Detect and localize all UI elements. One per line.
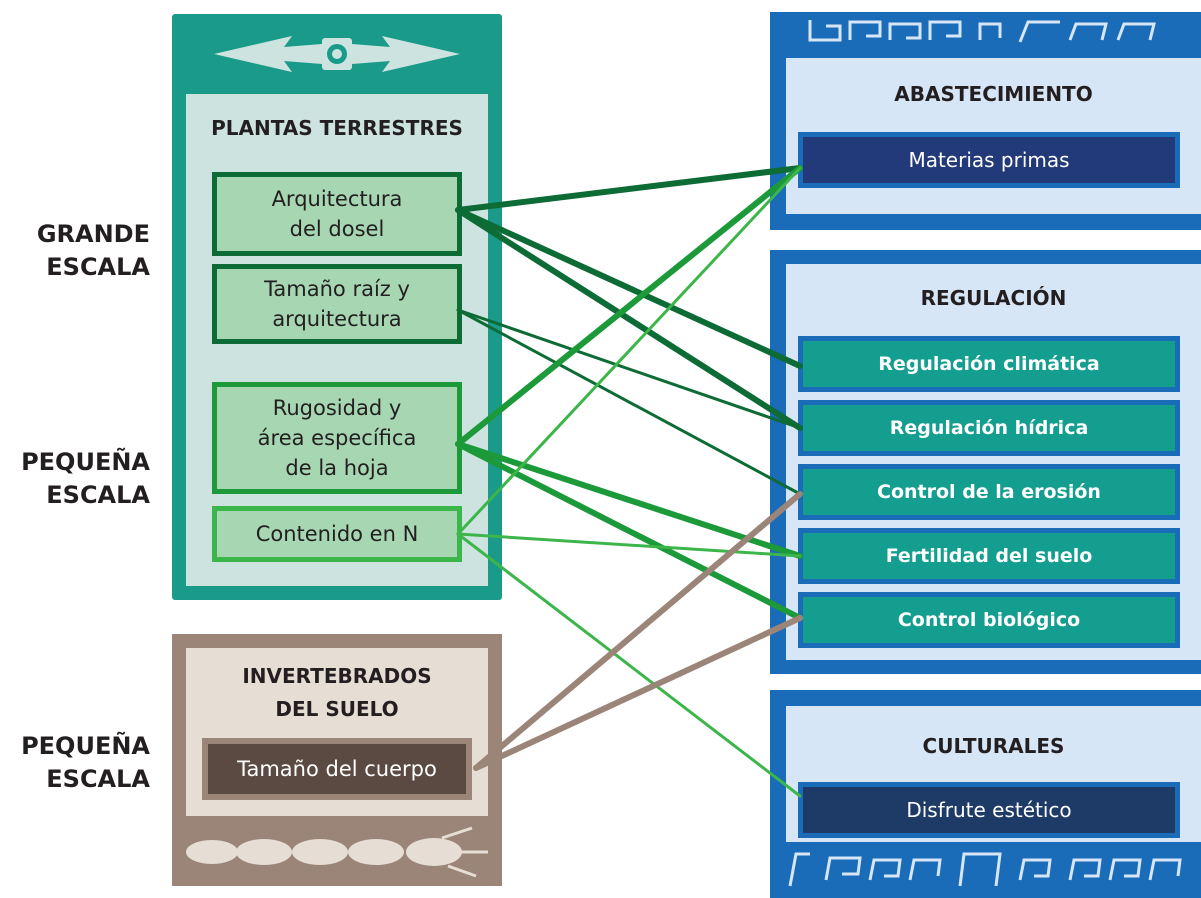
trait-body-size: Tamaño del cuerpo [202, 738, 472, 800]
soil-panel-title: INVERTEBRADOS DEL SUELO [242, 664, 432, 721]
regulating-title: REGULACIÓN [920, 286, 1067, 310]
plants-panel-title: PLANTAS TERRESTRES [211, 116, 463, 140]
cultural-ornament-icon [788, 852, 1182, 887]
service-biological-control: Control biológico [798, 592, 1180, 648]
provisioning-title: ABASTECIMIENTO [894, 82, 1093, 106]
scale-label-small-plants: PEQUEÑA ESCALA [21, 448, 150, 509]
link-line-6 [455, 441, 803, 559]
service-water-regulation: Regulación hídrica [798, 400, 1180, 456]
service-raw-materials: Materias primas [798, 132, 1180, 188]
trait-nitrogen-content: Contenido en N [212, 506, 462, 562]
link-line-11 [473, 491, 803, 771]
link-line-12 [473, 615, 803, 771]
scale-label-large: GRANDE ESCALA [36, 220, 150, 281]
trait-root-architecture: Tamaño raíz y arquitectura [212, 264, 462, 344]
link-line-7 [455, 441, 803, 621]
link-line-10 [456, 532, 802, 798]
link-line-3 [456, 308, 802, 430]
link-line-1 [455, 207, 803, 369]
provisioning-ornament-icon [808, 20, 1156, 43]
trait-canopy-architecture: Arquitectura del dosel [212, 172, 462, 256]
link-line-9 [456, 532, 802, 558]
link-line-5 [455, 165, 803, 447]
service-soil-fertility: Fertilidad del suelo [798, 528, 1180, 584]
trait-leaf-roughness: Rugosidad y área específica de la hoja [212, 382, 462, 494]
link-line-4 [456, 308, 802, 496]
scale-label-small-soil: PEQUEÑA ESCALA [21, 732, 150, 793]
cultural-title: CULTURALES [922, 734, 1065, 758]
worm-ornament-icon [186, 826, 488, 878]
plants-ornament-icon [214, 36, 460, 72]
link-line-8 [456, 166, 802, 536]
service-climate-regulation: Regulación climática [798, 336, 1180, 392]
link-line-0 [455, 165, 803, 213]
link-line-2 [455, 207, 803, 431]
service-aesthetic-enjoyment: Disfrute estético [798, 782, 1180, 838]
